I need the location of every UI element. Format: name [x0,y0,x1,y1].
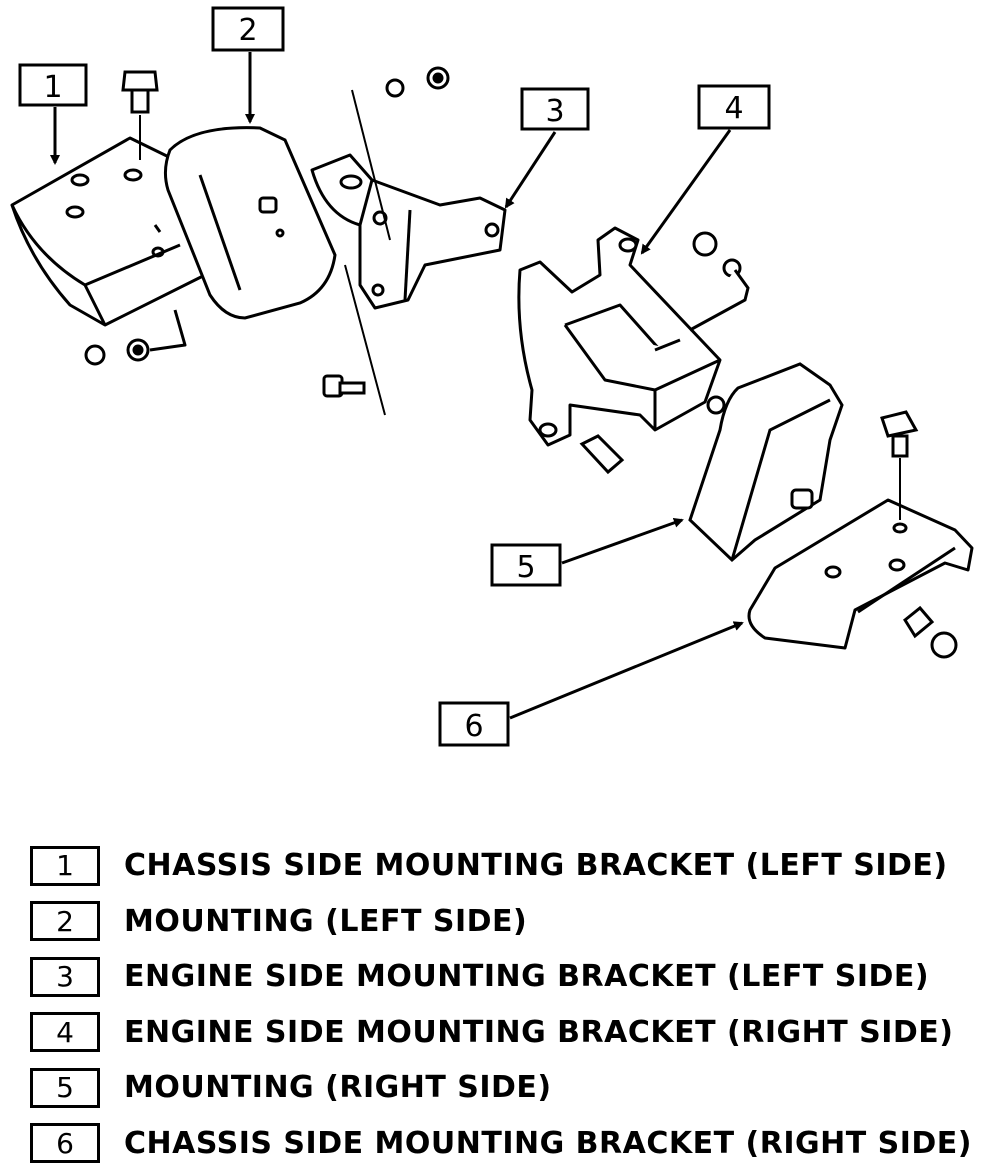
legend-number-box: 5 [30,1068,100,1108]
callout-4-label: 4 [724,91,743,126]
legend-number-box: 1 [30,846,100,886]
exploded-parts-diagram: 1 2 3 4 5 6 [0,0,992,800]
legend-number-box: 6 [30,1123,100,1163]
legend-label: CHASSIS SIDE MOUNTING BRACKET (RIGHT SID… [124,1126,972,1161]
part-4-bolt [582,436,622,472]
callout-3-label: 3 [545,94,564,129]
callout-1: 1 [20,65,86,163]
legend-number-box: 4 [30,1012,100,1052]
callout-6: 6 [440,623,742,745]
part-3-engine-bracket-left [312,155,505,308]
legend-row-5: 5 MOUNTING (RIGHT SIDE) [30,1060,980,1116]
part-2-nuts [387,68,448,96]
part-6-nuts [905,608,956,657]
part-2-mounting-left [165,128,335,318]
legend-row-4: 4 ENGINE SIDE MOUNTING BRACKET (RIGHT SI… [30,1005,980,1061]
part-3-bolt [324,376,364,396]
part-4-nuts [690,233,748,330]
legend-label: ENGINE SIDE MOUNTING BRACKET (LEFT SIDE) [124,959,929,994]
legend-row-2: 2 MOUNTING (LEFT SIDE) [30,894,980,950]
legend-row-6: 6 CHASSIS SIDE MOUNTING BRACKET (RIGHT S… [30,1116,980,1171]
legend-label: MOUNTING (LEFT SIDE) [124,904,527,939]
legend-row-3: 3 ENGINE SIDE MOUNTING BRACKET (LEFT SID… [30,949,980,1005]
part-1-nuts [86,340,148,364]
callout-5: 5 [492,520,682,585]
callout-4: 4 [642,86,769,253]
callout-5-label: 5 [516,550,535,585]
legend-label: ENGINE SIDE MOUNTING BRACKET (RIGHT SIDE… [124,1015,954,1050]
part-5-mounting-right [690,364,842,560]
legend-label: CHASSIS SIDE MOUNTING BRACKET (LEFT SIDE… [124,848,948,883]
part-4-engine-bracket-right [519,228,720,445]
callout-2-label: 2 [238,13,257,48]
callout-1-label: 1 [43,70,62,105]
legend-number-box: 3 [30,957,100,997]
parts-legend: 1 CHASSIS SIDE MOUNTING BRACKET (LEFT SI… [30,838,980,1171]
legend-label: MOUNTING (RIGHT SIDE) [124,1070,552,1105]
legend-row-1: 1 CHASSIS SIDE MOUNTING BRACKET (LEFT SI… [30,838,980,894]
legend-number-box: 2 [30,901,100,941]
callout-6-label: 6 [464,709,483,744]
callout-2: 2 [213,8,283,122]
callout-3: 3 [506,89,588,207]
